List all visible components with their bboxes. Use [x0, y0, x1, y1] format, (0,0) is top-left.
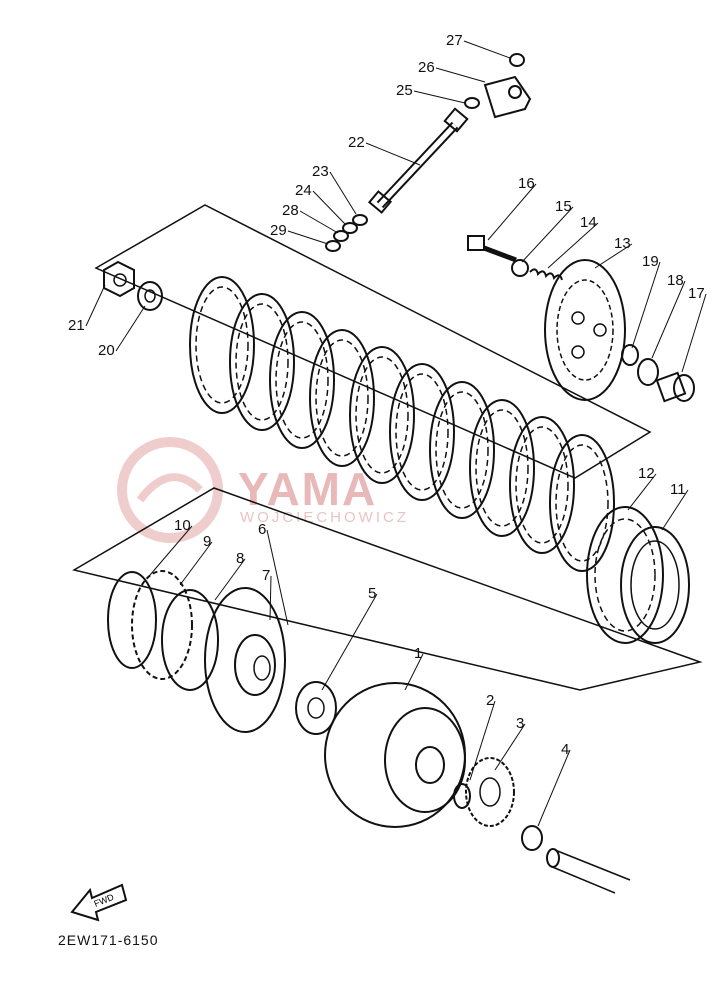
leader-line-22: [365, 142, 421, 166]
washer-23: [352, 214, 368, 226]
circlip-4: [521, 825, 543, 851]
leader-line-18: [651, 280, 686, 359]
gear-3: [465, 757, 515, 827]
leader-line-2: [469, 700, 496, 781]
clutch-plates-group-box: [94, 204, 652, 479]
washer-19: [621, 344, 639, 366]
leader-line-27: [463, 40, 511, 59]
part-label-7: 7: [262, 567, 270, 584]
part-label-14: 14: [580, 214, 597, 231]
leader-line-25: [413, 90, 466, 104]
part-label-26: 26: [418, 59, 435, 76]
leader-line-26: [435, 67, 486, 83]
leader-line-8: [214, 558, 246, 601]
friction-plate-12: [586, 506, 664, 644]
part-label-17: 17: [688, 285, 705, 302]
leader-line-7: [269, 575, 272, 621]
part-label-1: 1: [414, 645, 422, 662]
leader-line-1: [404, 653, 424, 691]
thrust-washer-5: [295, 681, 337, 735]
clutch-housing-1: [324, 682, 466, 828]
clutch-plate-stack: [189, 276, 615, 572]
part-label-13: 13: [614, 235, 631, 252]
lock-washer-20: [137, 281, 163, 311]
push-lever: [483, 75, 532, 119]
clip-29: [325, 240, 341, 252]
part-label-9: 9: [203, 533, 211, 550]
part-label-12: 12: [638, 465, 655, 482]
part-label-19: 19: [642, 253, 659, 270]
leader-line-12: [627, 473, 657, 511]
part-label-21: 21: [68, 317, 85, 334]
part-label-27: 27: [446, 32, 463, 49]
spacer-2: [453, 783, 471, 809]
push-rod-17: [655, 371, 695, 403]
leader-line-28: [299, 210, 339, 234]
watermark-sub: WOJCIECHOWICZ: [240, 509, 409, 526]
leader-line-14: [547, 222, 599, 269]
nut-21: [103, 260, 135, 298]
leader-line-19: [631, 261, 661, 349]
leader-line-21: [85, 284, 106, 327]
leader-line-6: [266, 529, 289, 626]
washer-24: [342, 222, 358, 234]
part-label-29: 29: [270, 222, 287, 239]
leader-line-15: [521, 206, 574, 263]
part-label-15: 15: [555, 198, 572, 215]
watermark-brand: YAMA: [238, 463, 377, 515]
leader-line-29: [287, 230, 329, 245]
leader-line-17: [681, 293, 707, 373]
washer-28: [333, 230, 349, 242]
leader-line-3: [494, 723, 526, 771]
part-label-8: 8: [236, 550, 244, 567]
part-label-24: 24: [295, 182, 312, 199]
bearing-18: [637, 358, 659, 386]
plate-11: [620, 526, 690, 644]
leader-line-20: [115, 305, 146, 352]
clutch-boss-group-box: [72, 487, 703, 691]
part-label-28: 28: [282, 202, 299, 219]
part-label-16: 16: [518, 175, 535, 192]
part-label-22: 22: [348, 134, 365, 151]
leader-line-24: [312, 190, 346, 225]
part-label-18: 18: [667, 272, 684, 289]
part-labels: 1234567891011121314151617181920212223242…: [68, 32, 705, 758]
plate-9: [131, 570, 193, 680]
leader-line-10: [149, 525, 193, 576]
screw-27: [509, 53, 525, 67]
circlip-10: [107, 571, 157, 669]
pressure-plate: [544, 259, 626, 401]
part-label-5: 5: [368, 585, 376, 602]
part-label-3: 3: [516, 715, 524, 732]
part-label-11: 11: [670, 481, 686, 498]
watermark-logo: [117, 437, 223, 543]
spring-14: [529, 268, 563, 281]
part-label-20: 20: [98, 342, 115, 359]
push-rod: [367, 107, 469, 214]
leader-line-16: [487, 183, 537, 241]
part-label-10: 10: [174, 517, 191, 534]
part-label-25: 25: [396, 82, 413, 99]
main-axle: [546, 848, 631, 894]
plate-8: [161, 589, 219, 691]
part-label-4: 4: [561, 741, 569, 758]
leader-line-13: [594, 243, 633, 269]
leader-line-4: [537, 749, 571, 827]
leader-line-5: [321, 593, 378, 691]
fwd-arrow-icon: FWD: [70, 883, 128, 922]
diagram-code: 2EW171-6150: [58, 932, 159, 948]
washer-15: [511, 259, 529, 277]
bolt-16: [467, 235, 517, 263]
clutch-boss-7: [204, 587, 286, 733]
leader-lines: [85, 40, 707, 827]
part-label-6: 6: [258, 521, 266, 538]
oil-seal-25: [464, 97, 480, 109]
leader-line-9: [179, 541, 213, 586]
leader-line-11: [661, 489, 689, 531]
part-label-23: 23: [312, 163, 329, 180]
leader-line-23: [329, 171, 357, 215]
part-label-2: 2: [486, 692, 494, 709]
